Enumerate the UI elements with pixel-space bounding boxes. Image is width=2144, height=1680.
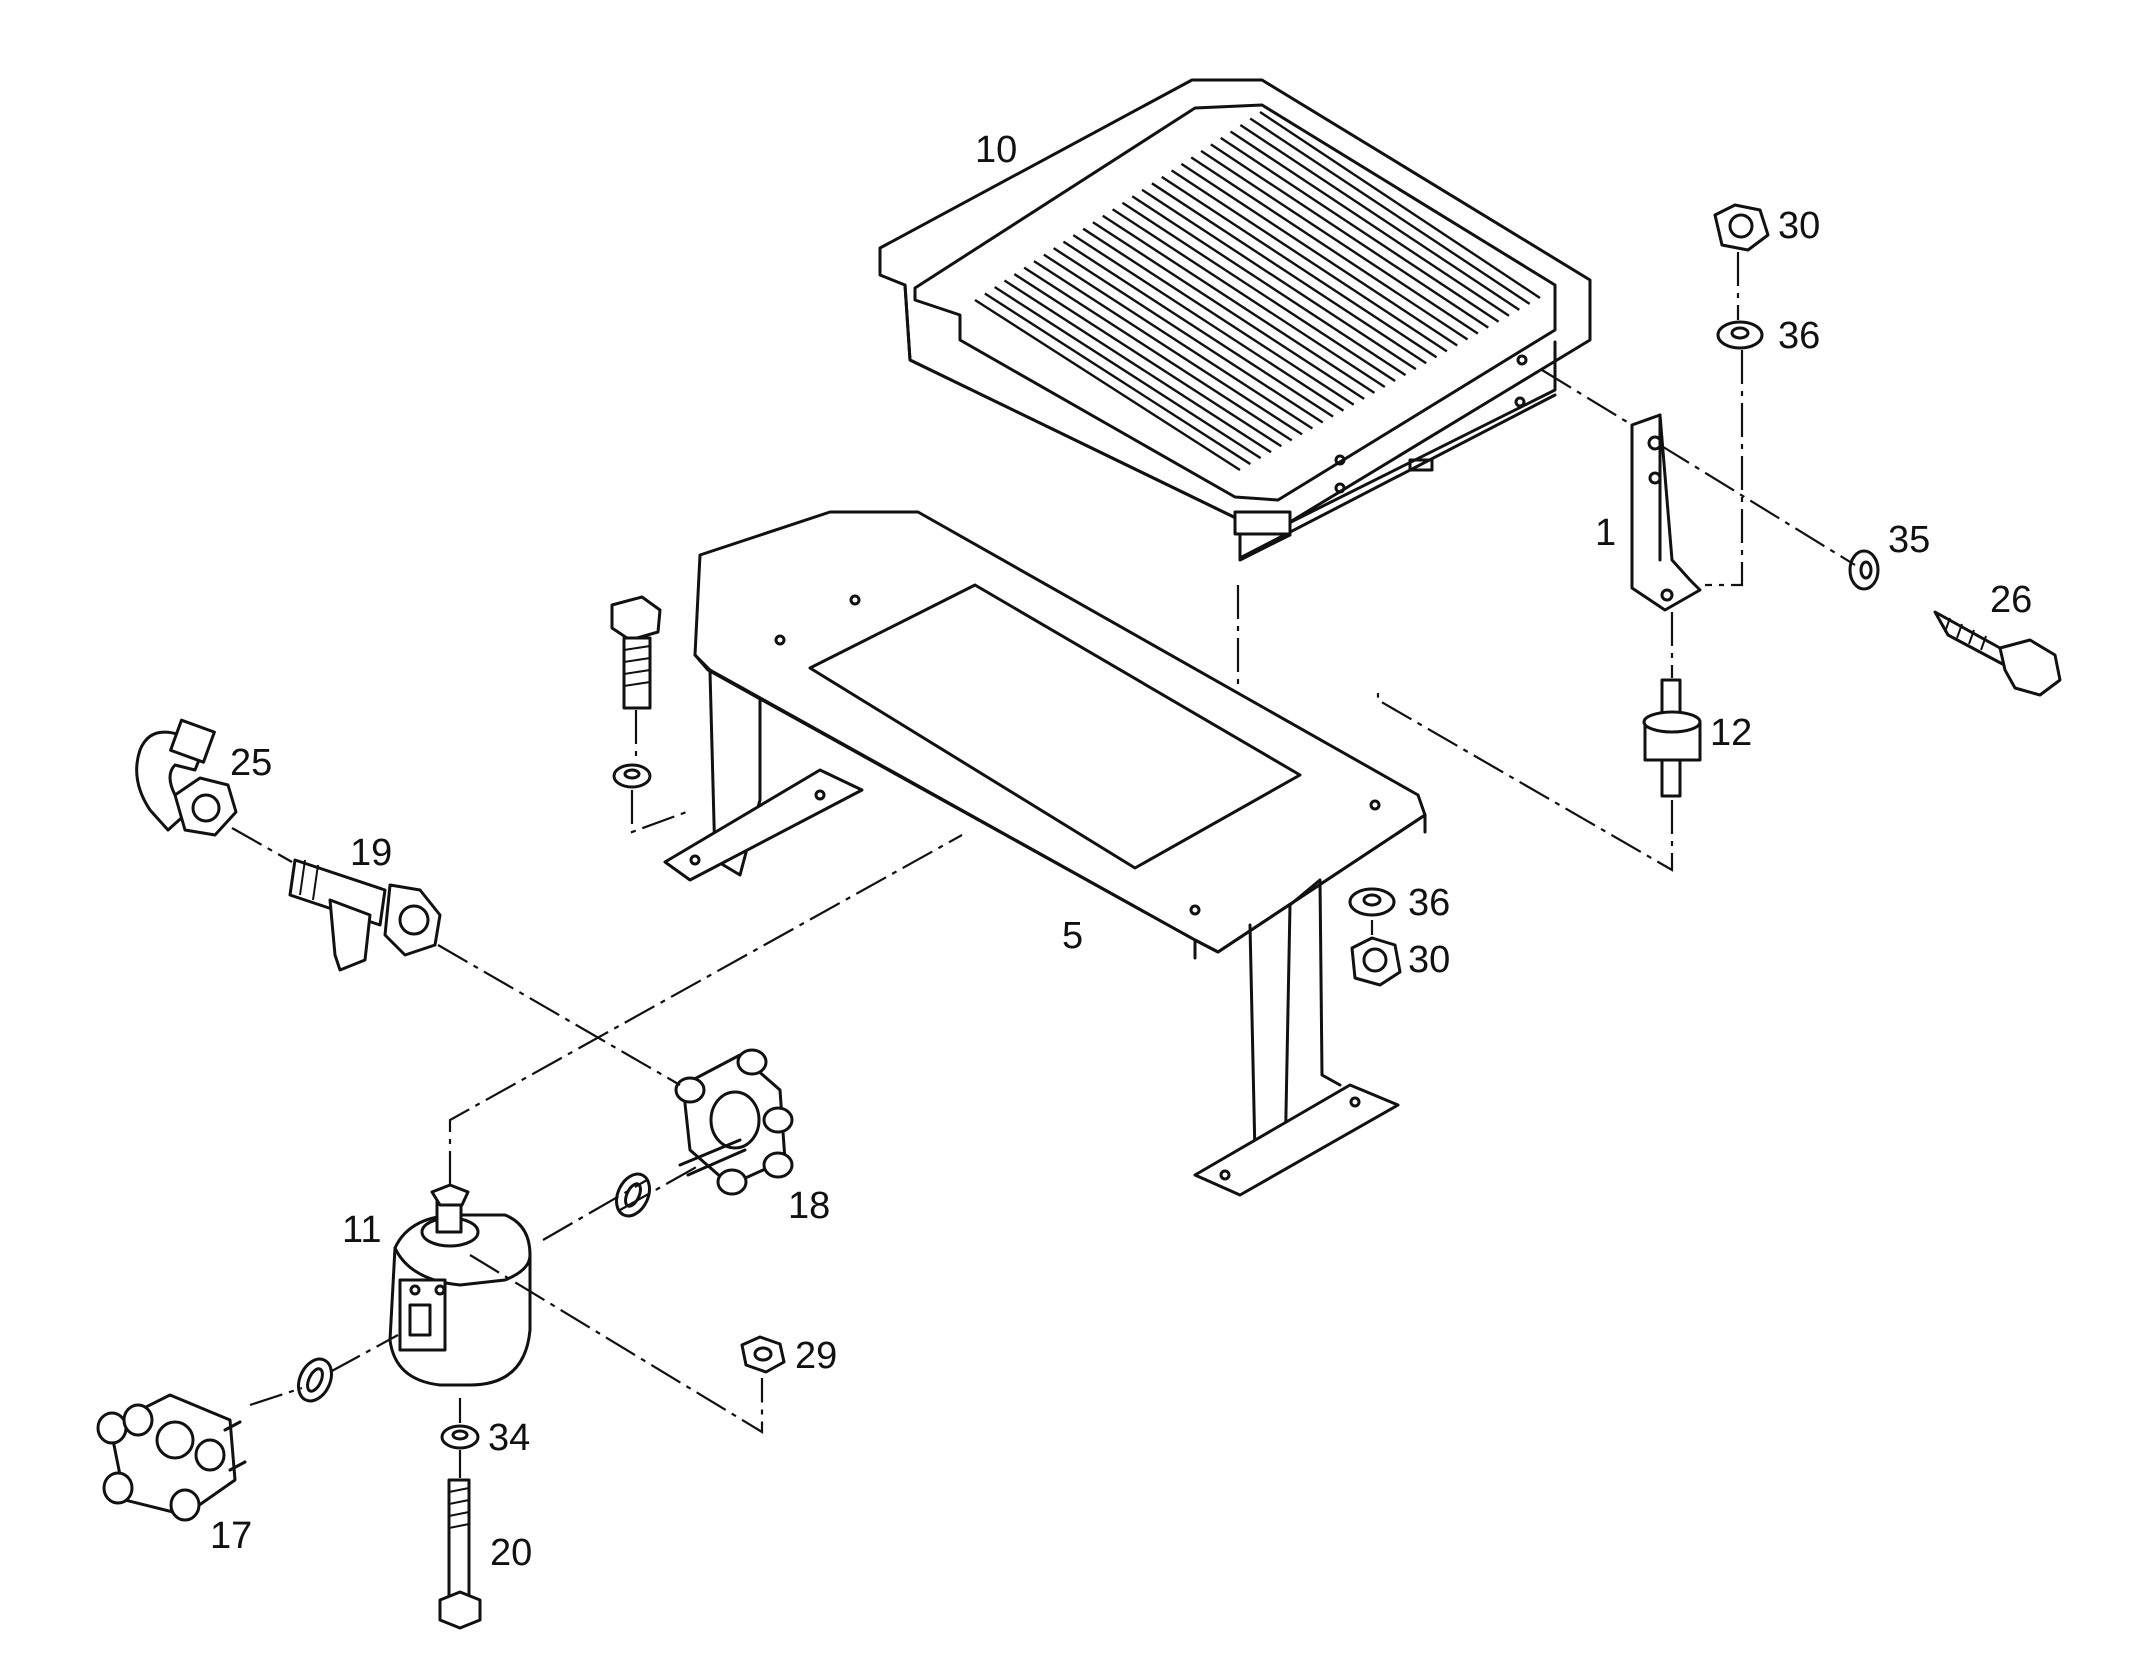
frame-washer — [612, 763, 652, 789]
part-36-washer-upper — [1716, 320, 1764, 350]
callout-12: 12 — [1710, 712, 1752, 754]
callout-5: 5 — [1062, 915, 1083, 957]
radiator-fin-line — [1111, 208, 1386, 388]
callout-18: 18 — [788, 1185, 830, 1227]
callout-36-lower: 36 — [1408, 882, 1450, 924]
part-19-tee — [288, 858, 442, 972]
radiator-fin-line — [974, 298, 1241, 472]
radiator-fin-line — [1043, 253, 1314, 430]
callout-19: 19 — [350, 832, 392, 874]
callout-29: 29 — [795, 1335, 837, 1377]
part-29-nut — [740, 1335, 786, 1374]
radiator-fin-line — [1170, 169, 1448, 353]
part-26-bolt — [1933, 610, 2062, 697]
radiator-fin-line — [1141, 188, 1417, 371]
part-30-nut-lower — [1350, 936, 1402, 987]
callout-10: 10 — [975, 129, 1017, 171]
radiator-fin-line — [1121, 201, 1396, 383]
callout-11: 11 — [342, 1209, 381, 1251]
callout-35: 35 — [1888, 519, 1930, 561]
part-25-bolt — [438, 1478, 482, 1630]
callouts: 10 30 36 1 35 26 12 25 19 36 30 5 18 11 … — [210, 129, 2032, 1574]
part-5-frame — [663, 510, 1427, 1197]
radiator-fin-line — [1151, 182, 1427, 365]
part-18-flange — [674, 1048, 794, 1196]
callout-26: 26 — [1990, 579, 2032, 621]
callout-20: 25 — [230, 742, 272, 784]
radiator-fin-line — [1082, 227, 1355, 406]
radiator-fin-line — [1092, 221, 1365, 400]
radiator-fin-line — [1131, 195, 1407, 377]
part-30-nut-upper — [1713, 203, 1770, 252]
callout-36-upper: 36 — [1778, 315, 1820, 357]
o-ring-lower — [297, 1357, 333, 1403]
part-10-radiator — [878, 78, 1592, 562]
radiator-fin-line — [1239, 123, 1520, 311]
part-17-flange — [96, 1393, 247, 1522]
callout-34: 34 — [488, 1417, 530, 1459]
radiator-fin-line — [1249, 117, 1531, 305]
part-12-mount — [1642, 678, 1702, 798]
radiator-fin-line — [1220, 136, 1500, 323]
part-20-elbow — [135, 718, 238, 837]
callout-1: 1 — [1595, 512, 1616, 554]
radiator-fin-line — [984, 292, 1251, 466]
radiator-fin-line — [1003, 279, 1272, 454]
radiator-fin-line — [1033, 260, 1303, 436]
radiator-fin-line — [1072, 234, 1345, 412]
part-35-washer — [1848, 549, 1880, 591]
radiator-fin-line — [1200, 149, 1479, 335]
frame-bolt — [610, 595, 662, 710]
radiator-fin-line — [1190, 156, 1469, 341]
assembly-leader-lines — [231, 252, 1856, 1478]
o-ring-upper — [615, 1172, 651, 1218]
part-11-pump — [388, 1183, 532, 1387]
radiator-fin-line — [1161, 175, 1438, 359]
radiator-fin-line — [1013, 273, 1283, 448]
callout-30-lower: 30 — [1408, 939, 1450, 981]
callout-30-upper: 30 — [1778, 205, 1820, 247]
radiator-fin-line — [994, 286, 1262, 460]
radiator-fin-line — [1102, 214, 1376, 394]
radiator-fin-line — [1229, 130, 1510, 317]
radiator-fin-line — [1259, 111, 1541, 299]
part-34-washer — [440, 1424, 480, 1450]
radiator-fins — [974, 111, 1541, 472]
radiator-fin-line — [1023, 266, 1293, 442]
radiator-fin-line — [1062, 240, 1334, 418]
radiator-fin-line — [1052, 247, 1324, 424]
callout-17: 17 — [210, 1515, 252, 1557]
part-1-bracket — [1630, 413, 1702, 612]
part-36-washer-lower — [1348, 887, 1396, 917]
radiator-fin-line — [1210, 143, 1489, 329]
radiator-fin-line — [1180, 162, 1458, 347]
callout-25: 20 — [490, 1532, 532, 1574]
